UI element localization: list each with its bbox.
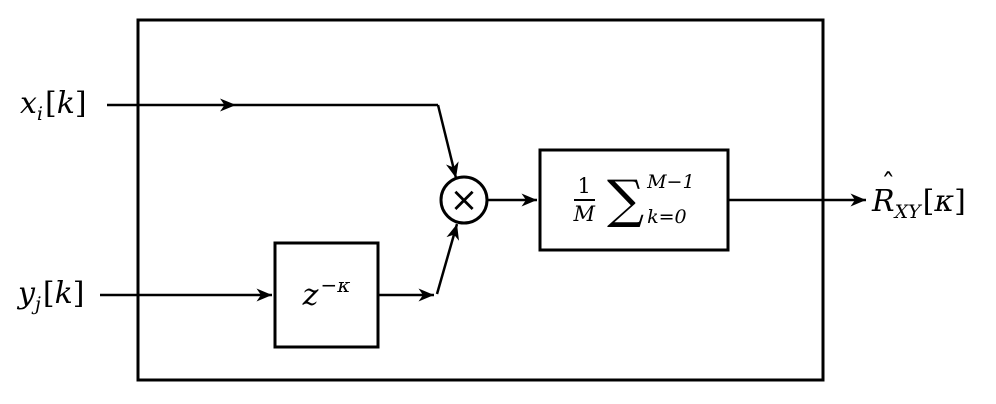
input-y-bracket-close: ] [72,276,85,311]
input-x-bracket-open: [ [45,86,57,121]
delay-symbol: z [302,277,319,313]
output-bracket-open: [ [922,184,935,219]
input-x-subscript: i [36,103,43,125]
delay-to-multiplier-line [435,223,459,295]
output-hat: ˆ [881,168,896,201]
input-y-argument: k [54,276,73,311]
input-x-to-multiplier-line [436,104,459,179]
input-x-bracket-close: ] [74,86,87,121]
averager-block [538,148,730,252]
delay-block [273,241,380,349]
averager-block-label: 1 M ∑ M−1 k=0 [540,150,728,250]
summation-upper-limit: M−1 [647,171,695,193]
input-y-symbol: y [18,276,35,311]
input-x-argument: k [56,86,75,121]
output-bracket-close: ] [954,184,966,219]
output-subscript: XY [894,201,921,223]
summation: ∑ M−1 k=0 [607,173,695,227]
averager-fraction: 1 M [573,174,595,226]
input-y-bracket-open: [ [42,276,55,311]
input-x-mid-arrow [220,98,236,112]
fraction-denominator: M [573,202,595,226]
sigma-symbol: ∑ [606,169,645,230]
delay-block-label: z−κ [275,243,378,347]
multiply-icon: × [449,180,479,220]
input-y-subscript: j [34,293,41,315]
delay-exponent: −κ [320,273,351,297]
output-symbol: R [872,184,895,219]
summation-lower-limit: k=0 [647,206,687,228]
output-argument: κ [934,184,955,219]
fraction-numerator: 1 [573,174,595,201]
input-x-symbol: x [20,86,37,121]
summation-limits: M−1 k=0 [647,173,694,227]
